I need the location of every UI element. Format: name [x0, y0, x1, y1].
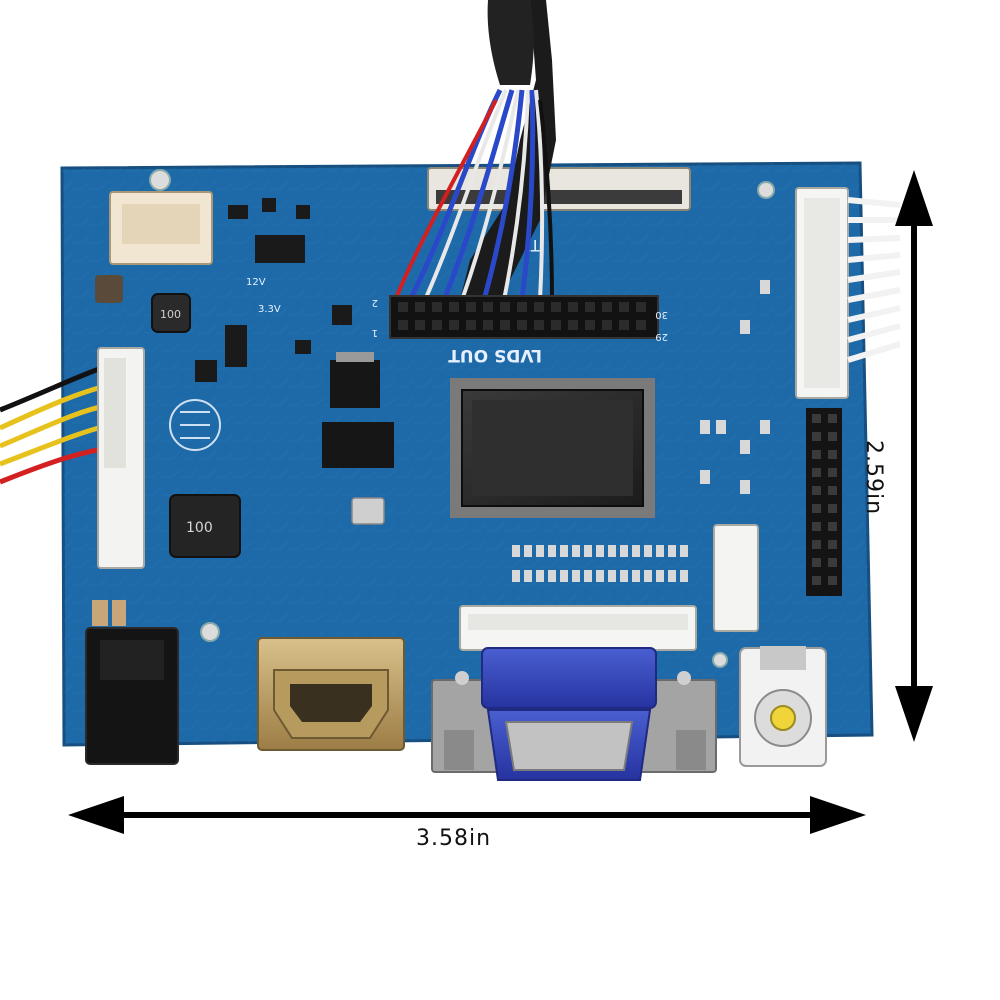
v12-silkscreen: 12V [246, 277, 266, 288]
left-side-connector [97, 347, 145, 569]
inductor-large-label: 100 [186, 520, 213, 536]
lvds-cable [394, 0, 556, 302]
inductor-large [169, 494, 241, 558]
hdmi-port [257, 637, 405, 751]
soic-chip [322, 422, 394, 468]
lvds-out-header [389, 295, 659, 339]
height-dimension-label: 2.59in [861, 440, 886, 516]
pin-1-silkscreen: 1 [372, 327, 378, 338]
dc-power-jack [85, 600, 179, 765]
small-white-connector [713, 524, 759, 632]
inductor-small-label: 100 [160, 308, 181, 321]
height-dimension-arrow [895, 170, 933, 742]
board-logo [169, 399, 221, 451]
rca-av-jack [739, 646, 827, 767]
width-dimension-arrow [68, 796, 866, 834]
bottom-white-connector [459, 605, 697, 651]
width-dimension-label: 3.58in [416, 826, 492, 851]
right-side-connector [795, 187, 901, 399]
vga-port [431, 647, 717, 781]
pin-30-silkscreen: 30 [655, 309, 668, 320]
inductor-small [151, 293, 191, 333]
pin-2-silkscreen: 2 [372, 297, 378, 308]
smd-components-top-left [95, 198, 352, 382]
v33-silkscreen: 3.3V [258, 304, 281, 315]
main-controller-chip [450, 378, 655, 518]
voltage-regulator [330, 352, 380, 408]
pin-29-silkscreen: 29 [655, 331, 668, 342]
crystal-oscillator [351, 497, 385, 525]
lvds-out-silkscreen: LVDS OUT [448, 345, 542, 365]
right-pin-header [806, 408, 842, 596]
power-connector-small [109, 191, 213, 265]
passive-component-array [512, 280, 770, 582]
